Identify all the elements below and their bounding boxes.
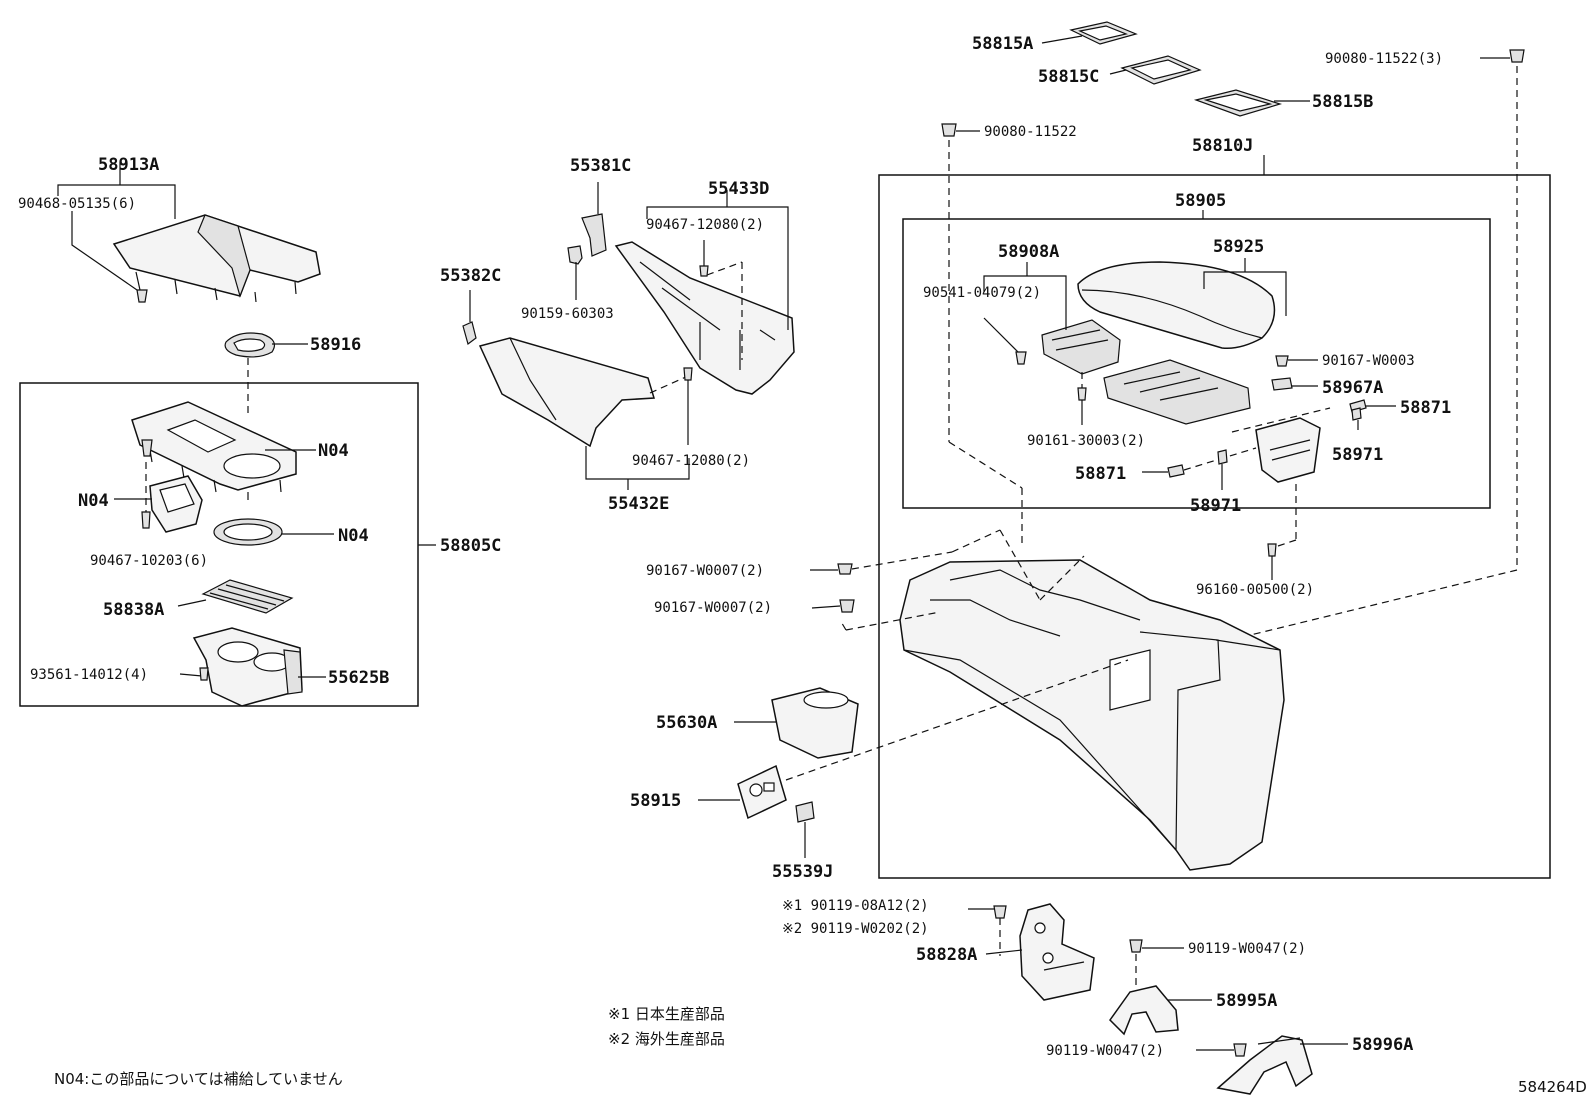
clip-96160-00500 bbox=[1267, 543, 1277, 557]
label-n04-left: N04 bbox=[78, 491, 109, 511]
label-58828a: 58828A bbox=[916, 945, 977, 965]
label-90119-w0202: ※2 90119-W0202(2) bbox=[782, 921, 929, 937]
label-58971-right: 58971 bbox=[1332, 445, 1383, 465]
label-90468-05135: 90468-05135(6) bbox=[18, 196, 136, 212]
screw-90167-w0007-a bbox=[837, 563, 853, 575]
part-drawing-console-body bbox=[899, 559, 1285, 871]
label-58915: 58915 bbox=[630, 791, 681, 811]
part-drawing-55432e bbox=[478, 337, 655, 448]
part-drawing-58828a bbox=[1019, 903, 1095, 1001]
note-n04-not-supplied: N04:この部品については補給していません bbox=[54, 1070, 343, 1088]
label-58995a: 58995A bbox=[1216, 991, 1277, 1011]
label-90167-w0007-upper: 90167-W0007(2) bbox=[646, 563, 764, 579]
bolt-90080-11522 bbox=[941, 123, 957, 137]
part-drawing-55382c bbox=[462, 321, 477, 346]
fastener-90159-60303 bbox=[567, 245, 583, 265]
label-90119-08a12: ※1 90119-08A12(2) bbox=[782, 898, 929, 914]
part-drawing-55539j bbox=[795, 801, 815, 823]
label-58967a: 58967A bbox=[1322, 378, 1383, 398]
label-58815b: 58815B bbox=[1312, 92, 1373, 112]
part-drawing-55630a bbox=[771, 687, 859, 759]
assembly-box-58810j bbox=[878, 174, 1551, 879]
part-drawing-58925-lid bbox=[1077, 261, 1276, 350]
label-55539j: 55539J bbox=[772, 862, 833, 882]
diagram-reference-code: 584264D bbox=[1518, 1078, 1587, 1096]
label-93561-14012: 93561-14012(4) bbox=[30, 667, 148, 683]
part-drawing-58838a bbox=[201, 579, 294, 614]
screw-90167-w0007-b bbox=[839, 599, 855, 613]
label-58815a: 58815A bbox=[972, 34, 1033, 54]
part-drawing-58995a bbox=[1109, 985, 1179, 1036]
note-japan-production: ※1 日本生産部品 bbox=[608, 1005, 725, 1023]
label-58913a: 58913A bbox=[98, 155, 159, 175]
part-drawing-55381c bbox=[581, 213, 607, 257]
label-90167-w0007-lower: 90167-W0007(2) bbox=[654, 600, 772, 616]
clip-58971-b bbox=[1217, 449, 1228, 465]
screw-90541-04079 bbox=[1015, 351, 1027, 365]
label-55432e: 55432E bbox=[608, 494, 669, 514]
label-n04-ring: N04 bbox=[338, 526, 369, 546]
part-drawing-58996a bbox=[1216, 1035, 1313, 1095]
bolt-90119-w0047-a bbox=[1129, 939, 1143, 953]
note-overseas-production: ※2 海外生産部品 bbox=[608, 1030, 725, 1048]
label-58815c: 58815C bbox=[1038, 67, 1099, 87]
label-58838a: 58838A bbox=[103, 600, 164, 620]
label-90119-w0047-upper: 90119-W0047(2) bbox=[1188, 941, 1306, 957]
label-58871-left: 58871 bbox=[1075, 464, 1126, 484]
part-drawing-55433d bbox=[614, 241, 795, 395]
label-90119-w0047-lower: 90119-W0047(2) bbox=[1046, 1043, 1164, 1059]
label-55625b: 55625B bbox=[328, 668, 389, 688]
label-58908a: 58908A bbox=[998, 242, 1059, 262]
part-drawing-58967a bbox=[1271, 377, 1293, 391]
label-55630a: 55630A bbox=[656, 713, 717, 733]
label-90159-60303: 90159-60303 bbox=[521, 306, 614, 322]
label-90161-30003: 90161-30003(2) bbox=[1027, 433, 1145, 449]
part-drawing-latch bbox=[1255, 417, 1321, 483]
clip-58971-a bbox=[1351, 407, 1362, 421]
label-90467-12080-lower: 90467-12080(2) bbox=[632, 453, 750, 469]
part-drawing-shift-panel bbox=[131, 401, 297, 500]
label-90541-04079: 90541-04079(2) bbox=[923, 285, 1041, 301]
label-55381c: 55381C bbox=[570, 156, 631, 176]
bolt-90080-11522-3 bbox=[1509, 49, 1525, 63]
part-drawing-58908a-hinge bbox=[1041, 319, 1121, 375]
label-58810j: 58810J bbox=[1192, 136, 1253, 156]
bolt-90119-w0047-b bbox=[1233, 1043, 1247, 1057]
label-58871-right: 58871 bbox=[1400, 398, 1451, 418]
label-90080-11522-3: 90080-11522(3) bbox=[1325, 51, 1443, 67]
label-58916: 58916 bbox=[310, 335, 361, 355]
label-55433d: 55433D bbox=[708, 179, 769, 199]
label-55382c: 55382C bbox=[440, 266, 501, 286]
label-90167-w0003: 90167-W0003 bbox=[1322, 353, 1415, 369]
screw-90167-w0003 bbox=[1275, 355, 1289, 367]
label-58925: 58925 bbox=[1213, 237, 1264, 257]
clip-58871-b bbox=[1167, 464, 1185, 478]
label-90467-12080-upper: 90467-12080(2) bbox=[646, 217, 764, 233]
label-58805c: 58805C bbox=[440, 536, 501, 556]
label-n04-upper: N04 bbox=[318, 441, 349, 461]
part-drawing-lid-inner bbox=[1103, 359, 1251, 425]
label-90080-11522: 90080-11522 bbox=[984, 124, 1077, 140]
assembly-box-58905 bbox=[902, 218, 1491, 509]
label-90467-10203: 90467-10203(6) bbox=[90, 553, 208, 569]
part-drawing-55625b bbox=[192, 627, 303, 707]
label-58905: 58905 bbox=[1175, 191, 1226, 211]
bolt-90119-08a12 bbox=[993, 905, 1007, 919]
label-58996a: 58996A bbox=[1352, 1035, 1413, 1055]
label-96160-00500: 96160-00500(2) bbox=[1196, 582, 1314, 598]
part-drawing-58913a bbox=[112, 214, 321, 303]
label-58971-lower: 58971 bbox=[1190, 496, 1241, 516]
